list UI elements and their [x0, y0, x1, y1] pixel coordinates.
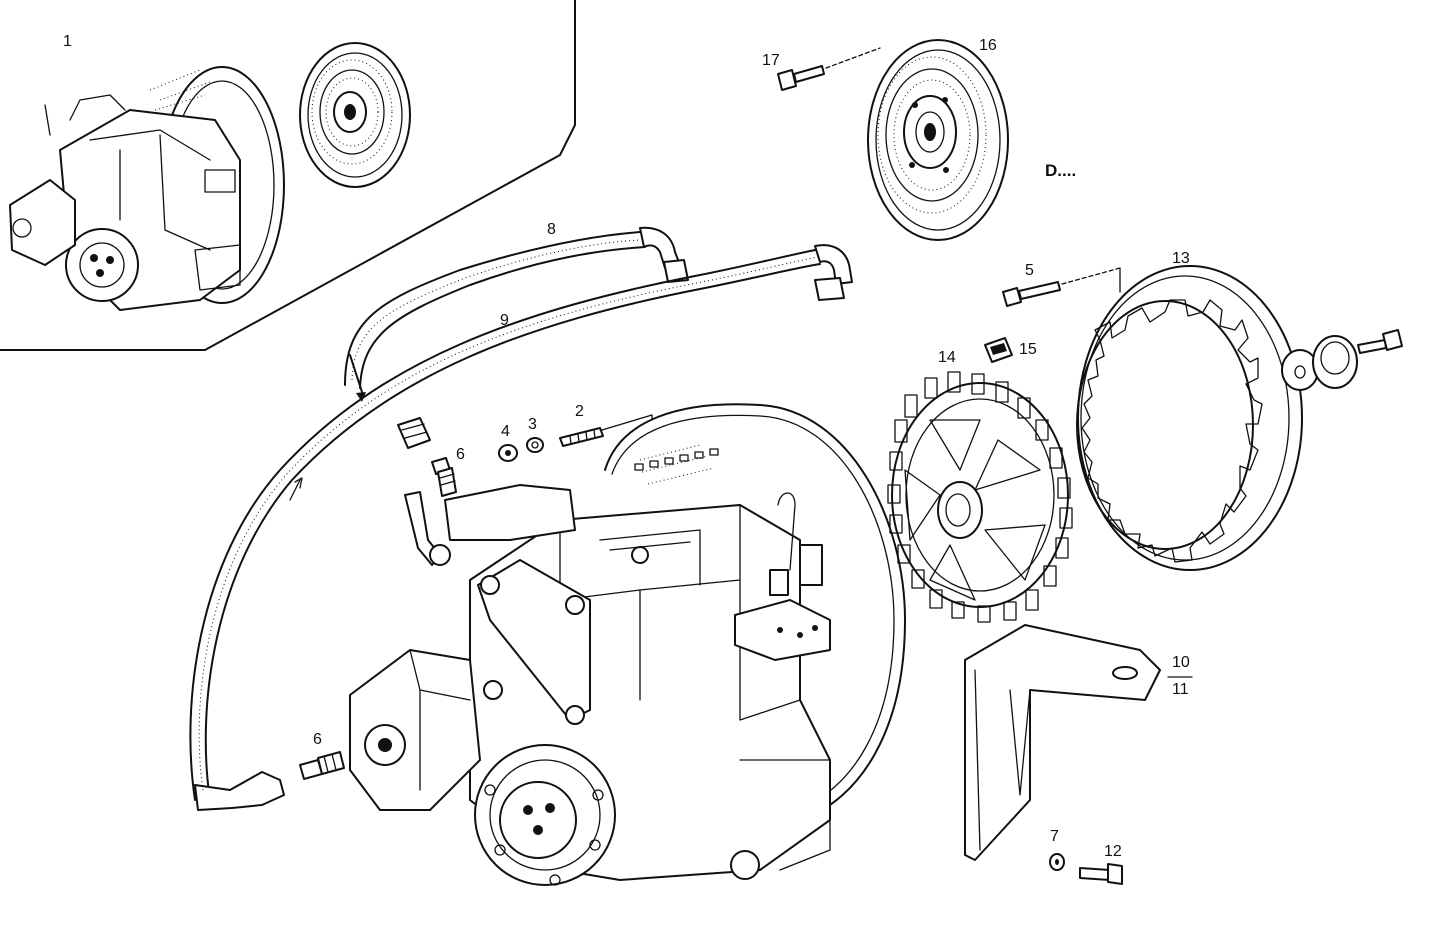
callout-6-top: 6 — [456, 446, 465, 463]
callout-13: 13 — [1172, 250, 1190, 267]
fitting-6-bottom — [299, 751, 345, 780]
inset-damper-disc — [299, 42, 411, 188]
callout-1: 1 — [63, 33, 72, 50]
flow-arrow-icon — [349, 354, 366, 402]
hose-9 — [189, 244, 853, 811]
callout-10: 10 — [1172, 654, 1190, 671]
main-gearbox — [349, 403, 906, 886]
hose-8 — [344, 226, 689, 389]
callout-12: 12 — [1104, 843, 1122, 860]
callout-9: 9 — [500, 312, 509, 329]
stud-2 — [559, 414, 653, 447]
callout-8: 8 — [547, 221, 556, 238]
bolt-17 — [777, 47, 881, 91]
callout-4: 4 — [501, 423, 510, 440]
mount-bolt — [1357, 329, 1403, 354]
inset-frame — [0, 0, 576, 351]
washer-7 — [1049, 853, 1065, 871]
damper-disc-16 — [867, 39, 1009, 241]
drive-gear-14 — [887, 371, 1073, 623]
rubber-mount — [1312, 335, 1358, 389]
callout-11: 11 — [1172, 681, 1189, 698]
bolt-5 — [1002, 267, 1121, 307]
block-15 — [984, 337, 1013, 363]
variant-note: D.... — [1045, 161, 1077, 180]
callout-7: 7 — [1050, 828, 1059, 845]
washer-3 — [526, 437, 544, 453]
inset-gearbox-assembly — [9, 66, 285, 311]
bolt-12 — [1079, 863, 1123, 885]
callout-17: 17 — [762, 52, 780, 69]
callout-5: 5 — [1025, 262, 1034, 279]
callout-2: 2 — [575, 403, 584, 420]
callout-3: 3 — [528, 416, 537, 433]
callout-16: 16 — [979, 37, 997, 54]
ring-gear-13 — [1076, 265, 1303, 571]
hose-fitting — [397, 417, 431, 449]
nut-4 — [498, 444, 518, 462]
callout-15: 15 — [1019, 341, 1037, 358]
callout-14: 14 — [938, 349, 956, 366]
fitting-6-top — [431, 457, 457, 497]
callout-6-bottom: 6 — [313, 731, 322, 748]
support-bracket-10-11 — [964, 624, 1193, 861]
